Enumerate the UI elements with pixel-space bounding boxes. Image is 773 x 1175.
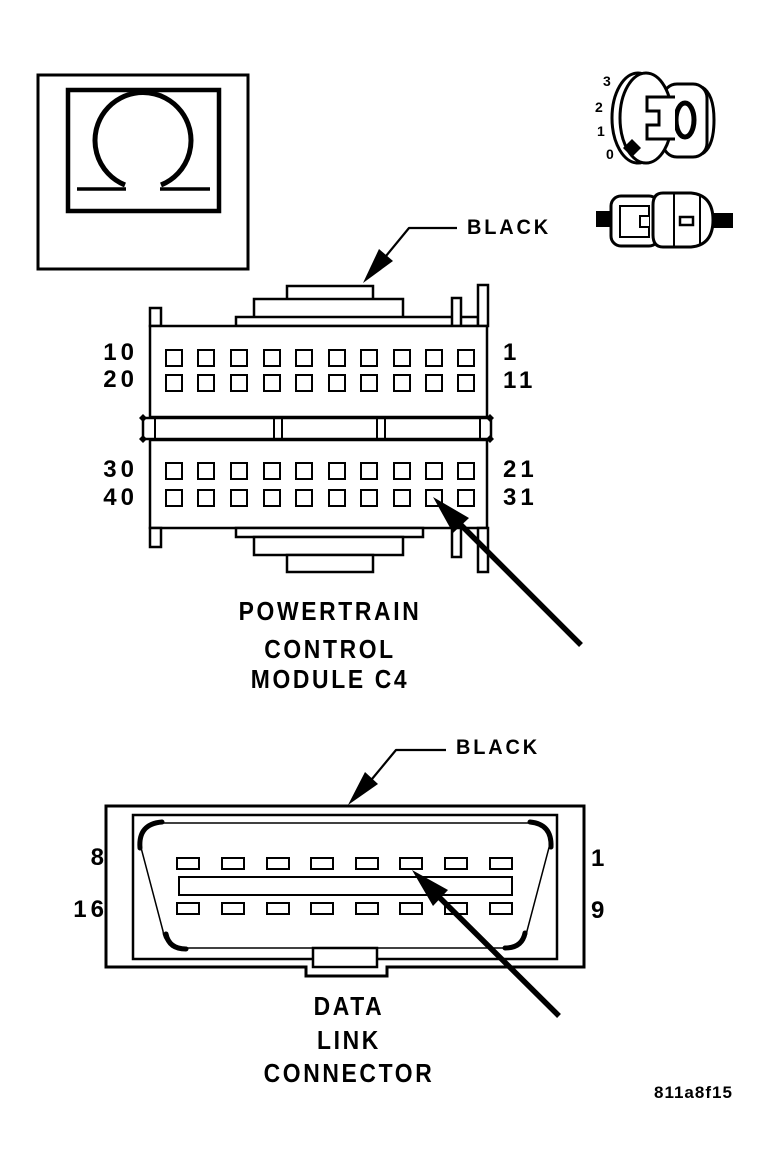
pcm-title-line-3: MODULE C4 [250,664,410,694]
pcm-pin-label-20: 20 [103,366,138,393]
dial-scale-3: 3 [603,73,611,89]
dial-scale-2: 2 [595,99,603,115]
figure-code: 811a8f15 [654,1083,733,1102]
dlc-title-line-3: CONNECTOR [263,1058,435,1088]
dlc-title-line-1: DATA [313,991,385,1021]
dlc-wire-color-label: BLACK [456,736,541,759]
pcm-pin-label-40: 40 [103,484,138,511]
pcm-title-line-2: CONTROL [264,634,396,664]
dlc-connector [104,804,586,978]
pcm-connector [139,283,494,574]
dlc-pin-label-9: 9 [591,897,609,924]
pcm-title-line-1: POWERTRAIN [238,596,422,626]
pcm-lower-pins [165,462,475,507]
dlc-pin-label-8: 8 [90,844,108,871]
dlc-wire-leader-arrow [348,748,446,805]
pcm-pin-label-1: 1 [503,339,521,366]
dlc-pin-label-1: 1 [591,845,609,872]
pcm-pin-label-31: 31 [503,484,538,511]
pcm-probe-arrow [433,497,583,647]
dlc-title-line-2: LINK [317,1025,381,1055]
pcm-wire-leader-arrow [363,226,457,283]
dlc-bottom-pins [176,902,513,915]
dial-icon [610,71,716,165]
pcm-wire-color-label: BLACK [467,216,552,239]
dlc-probe-arrow [412,870,561,1018]
pcm-pin-label-11: 11 [503,367,537,394]
pcm-pin-label-21: 21 [503,456,538,483]
connector-pair-icon [596,191,733,249]
dial-scale-0: 0 [606,146,614,162]
ohmmeter-icon [36,73,250,271]
dlc-top-pins [176,857,513,870]
dlc-pin-label-16: 16 [73,896,108,923]
pcm-pin-label-30: 30 [103,456,138,483]
pcm-pin-label-10: 10 [103,339,138,366]
dial-scale-1: 1 [597,123,605,139]
pcm-upper-pins [165,349,475,392]
